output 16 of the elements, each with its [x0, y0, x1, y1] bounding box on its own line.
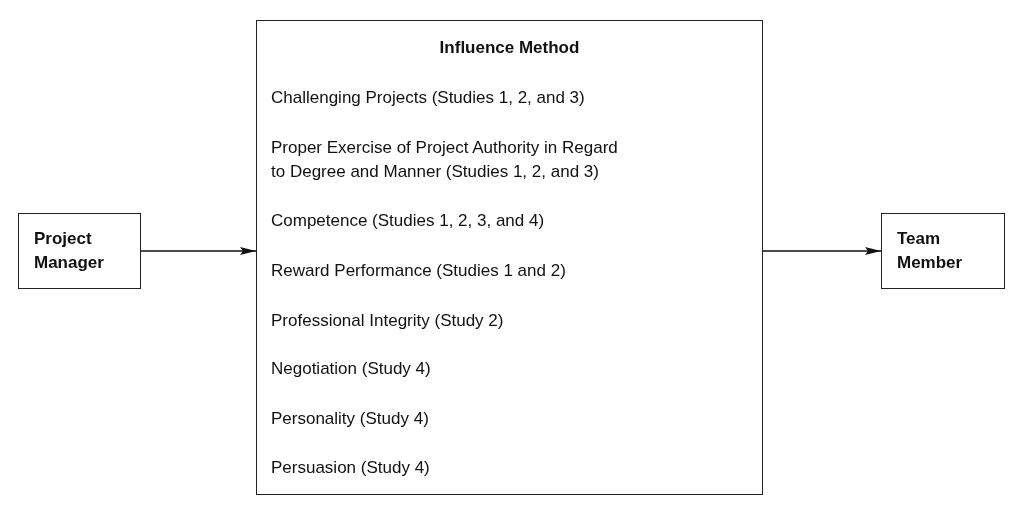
- arrow: [762, 247, 882, 255]
- list-item: Proper Exercise of Project Authority in Regard to Degree and Manner (Studies 1, 2, and 3): [271, 137, 619, 183]
- list-item: Reward Performance (Studies 1 and 2): [271, 260, 567, 282]
- list-item: Professional Integrity (Study 2): [271, 310, 505, 332]
- list-panel: [256, 20, 763, 495]
- list-item: Competence (Studies 1, 2, 3, and 4): [271, 210, 546, 232]
- list-item: Persuasion (Study 4): [271, 457, 431, 479]
- node-label: Team Member: [897, 228, 964, 274]
- node-label: Project Manager: [34, 228, 105, 274]
- list-item: Personality (Study 4): [271, 408, 430, 430]
- list-item: Negotiation (Study 4): [271, 358, 432, 380]
- process-box: [18, 213, 141, 289]
- arrow: [140, 247, 257, 255]
- list-item: Challenging Projects (Studies 1, 2, and 3): [271, 87, 586, 109]
- panel-heading: Influence Method: [438, 37, 581, 59]
- process-box: [881, 213, 1005, 289]
